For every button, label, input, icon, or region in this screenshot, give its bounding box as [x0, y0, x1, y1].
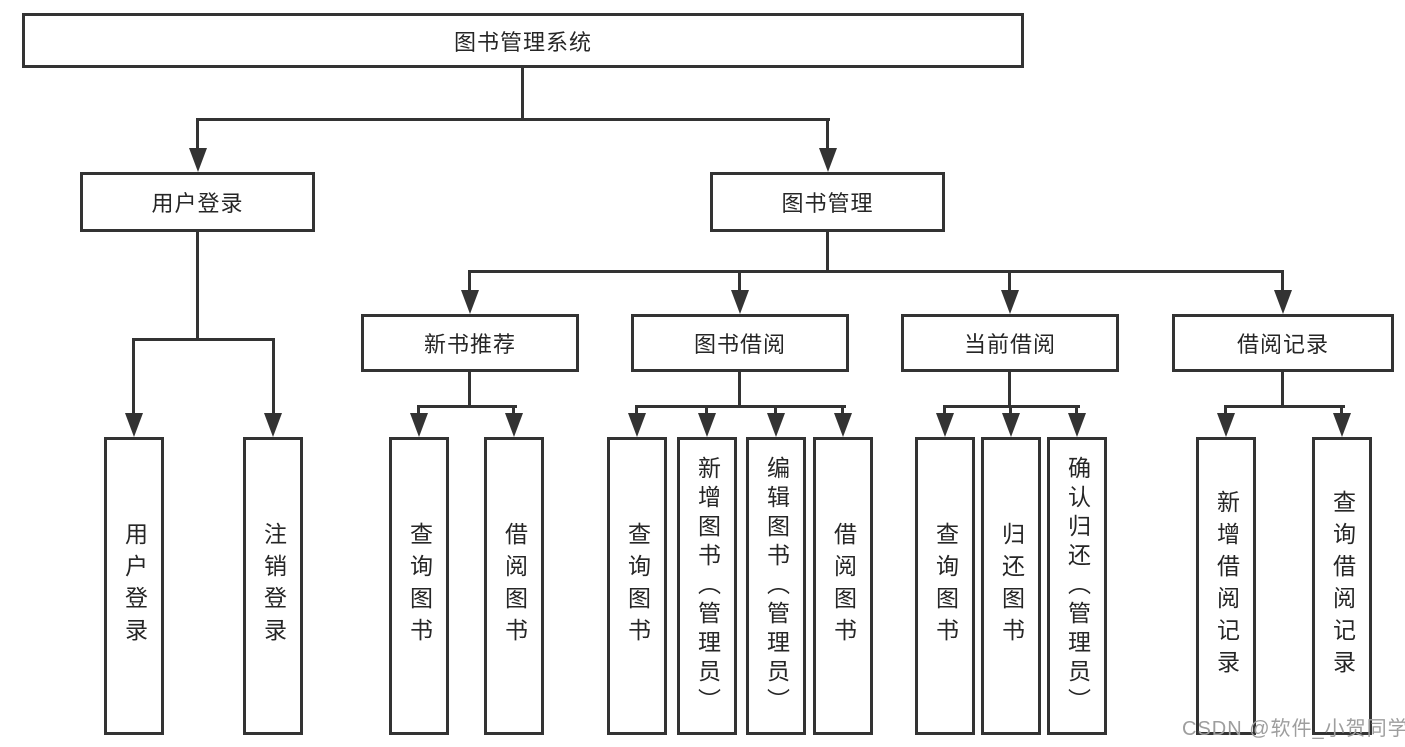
connector: [196, 118, 199, 150]
connector: [521, 68, 524, 120]
connector: [1075, 405, 1078, 417]
connector: [826, 118, 829, 150]
leaf-user-login: 用户登录: [104, 437, 164, 735]
connector: [272, 338, 275, 413]
node-root: 图书管理系统: [22, 13, 1024, 68]
leaf-return-book-label: 归还图书: [998, 522, 1025, 650]
node-user-login: 用户登录: [80, 172, 315, 232]
leaf-query-borrow-record-label: 查询借阅记录: [1329, 490, 1356, 682]
leaf-recommend-query-book: 查询图书: [389, 437, 449, 735]
watermark: CSDN @软件_小贺同学: [1182, 718, 1405, 740]
leaf-recommend-borrow-book-label: 借阅图书: [501, 522, 528, 650]
leaf-current-query-book: 查询图书: [915, 437, 975, 735]
leaf-return-book: 归还图书: [981, 437, 1041, 735]
leaf-edit-book-admin-label: 编辑图书（管理员）: [763, 455, 790, 717]
node-book-borrow: 图书借阅: [631, 314, 849, 372]
connector: [468, 372, 471, 408]
arrow-down-icon: [264, 413, 282, 437]
leaf-borrow-query-book-label: 查询图书: [624, 522, 651, 650]
leaf-query-borrow-record: 查询借阅记录: [1312, 437, 1372, 735]
leaf-logout-label: 注销登录: [260, 522, 287, 650]
connector: [1281, 372, 1284, 408]
leaf-user-login-label: 用户登录: [121, 522, 148, 650]
connector: [196, 232, 199, 340]
leaf-confirm-return-admin-label: 确认归还（管理员）: [1064, 455, 1091, 717]
leaf-recommend-query-book-label: 查询图书: [406, 522, 433, 650]
connector: [826, 232, 829, 272]
node-current-borrow: 当前借阅: [901, 314, 1119, 372]
connector: [943, 405, 946, 417]
node-book-management: 图书管理: [710, 172, 945, 232]
arrow-down-icon: [1333, 413, 1351, 437]
arrow-down-icon: [936, 413, 954, 437]
connector: [1281, 270, 1284, 292]
leaf-edit-book-admin: 编辑图书（管理员）: [746, 437, 806, 735]
arrow-down-icon: [767, 413, 785, 437]
arrow-down-icon: [628, 413, 646, 437]
connector: [1009, 405, 1012, 417]
connector: [1340, 405, 1343, 417]
arrow-down-icon: [125, 413, 143, 437]
arrow-down-icon: [1002, 413, 1020, 437]
arrow-down-icon: [461, 290, 479, 314]
arrow-down-icon: [1068, 413, 1086, 437]
connector: [774, 405, 777, 417]
connector: [1008, 372, 1011, 408]
connector: [635, 405, 846, 408]
leaf-logout: 注销登录: [243, 437, 303, 735]
leaf-confirm-return-admin: 确认归还（管理员）: [1047, 437, 1107, 735]
connector: [738, 372, 741, 408]
arrow-down-icon: [189, 148, 207, 172]
connector: [841, 405, 844, 417]
connector: [705, 405, 708, 417]
arrow-down-icon: [834, 413, 852, 437]
connector: [417, 405, 420, 417]
node-borrow-record: 借阅记录: [1172, 314, 1394, 372]
connector: [417, 405, 517, 408]
connector: [1224, 405, 1227, 417]
leaf-add-borrow-record: 新增借阅记录: [1196, 437, 1256, 735]
connector: [512, 405, 515, 417]
arrow-down-icon: [1274, 290, 1292, 314]
connector: [1008, 270, 1011, 292]
arrow-down-icon: [819, 148, 837, 172]
connector: [132, 338, 135, 413]
connector: [468, 270, 1284, 273]
connector: [468, 270, 471, 292]
leaf-add-book-admin-label: 新增图书（管理员）: [694, 455, 721, 717]
arrow-down-icon: [410, 413, 428, 437]
leaf-current-query-book-label: 查询图书: [932, 522, 959, 650]
leaf-recommend-borrow-book: 借阅图书: [484, 437, 544, 735]
arrow-down-icon: [731, 290, 749, 314]
leaf-borrow-query-book: 查询图书: [607, 437, 667, 735]
arrow-down-icon: [1217, 413, 1235, 437]
node-new-book-recommend: 新书推荐: [361, 314, 579, 372]
arrow-down-icon: [1001, 290, 1019, 314]
connector: [1224, 405, 1345, 408]
leaf-borrow-borrow-book: 借阅图书: [813, 437, 873, 735]
connector: [196, 118, 830, 121]
leaf-add-book-admin: 新增图书（管理员）: [677, 437, 737, 735]
leaf-borrow-borrow-book-label: 借阅图书: [830, 522, 857, 650]
connector: [738, 270, 741, 292]
connector: [635, 405, 638, 417]
leaf-add-borrow-record-label: 新增借阅记录: [1213, 490, 1240, 682]
connector: [132, 338, 275, 341]
arrow-down-icon: [698, 413, 716, 437]
arrow-down-icon: [505, 413, 523, 437]
